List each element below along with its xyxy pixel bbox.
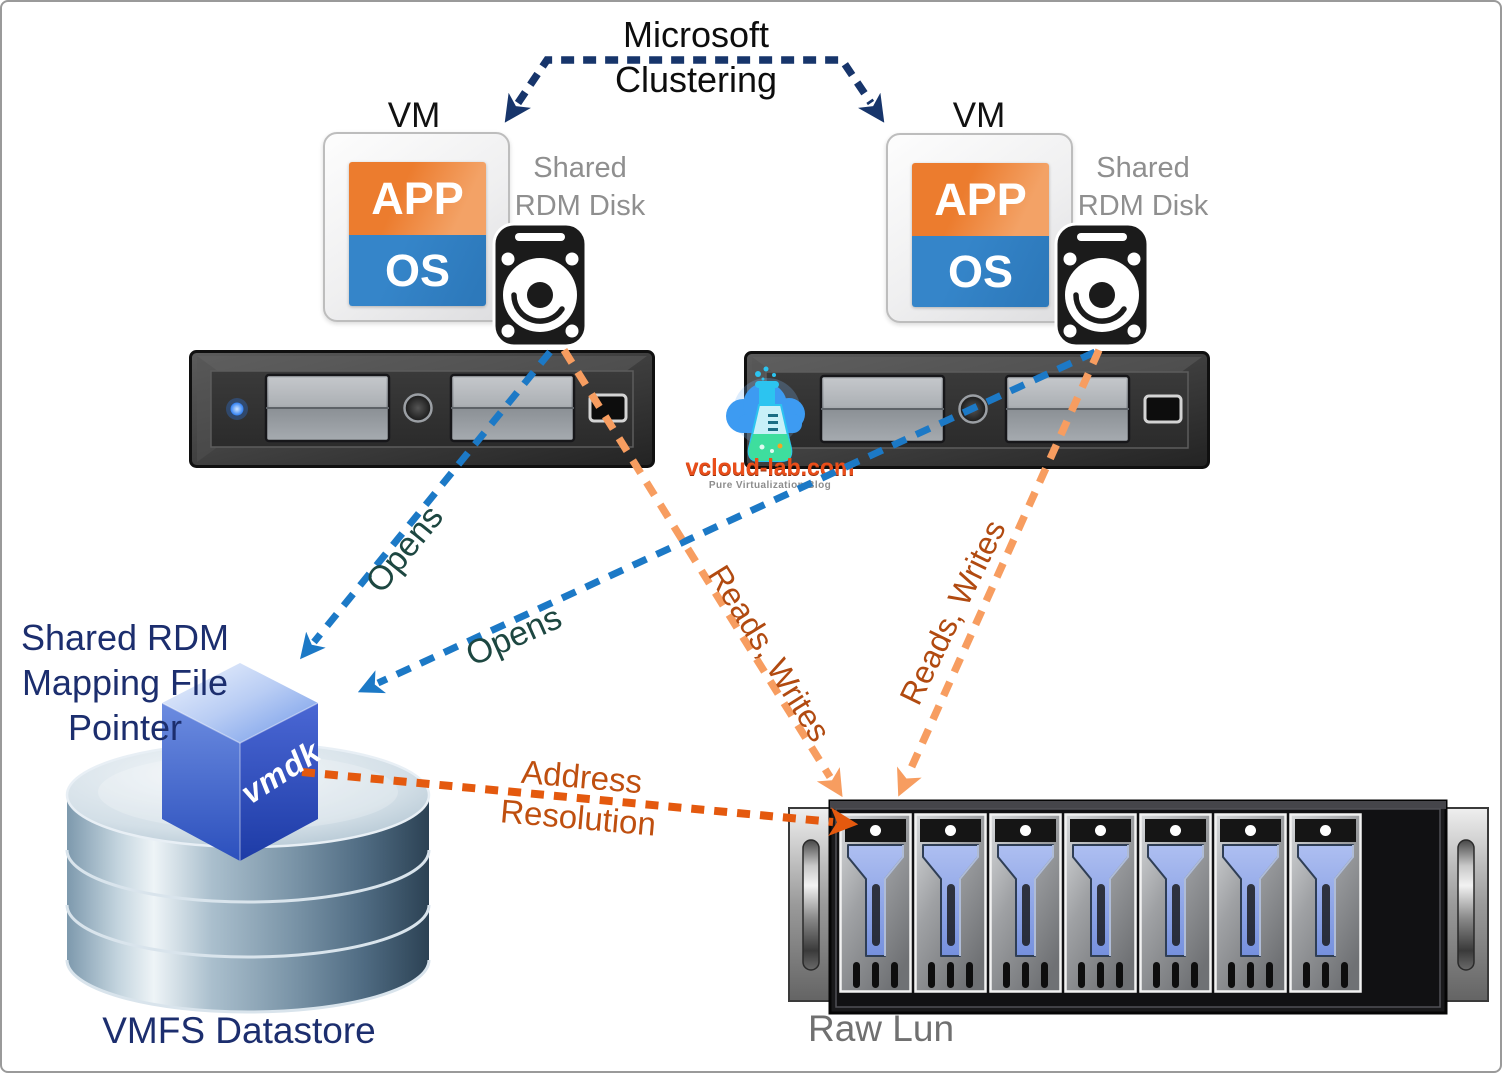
shared-rdm-disk1-label: Shared RDM Disk xyxy=(514,152,646,222)
server-icon-2 xyxy=(744,351,1210,469)
hdd-icon-1 xyxy=(494,224,586,346)
app-label: APP xyxy=(912,163,1049,236)
vmdk-cube-icon xyxy=(161,663,319,861)
vm1-label: VM xyxy=(387,96,441,135)
server-icon-1 xyxy=(189,350,655,468)
app-os-icon: APP OS xyxy=(349,162,486,306)
microsoft-clustering-label: Microsoft Clustering xyxy=(614,14,778,100)
vm2-label: VM xyxy=(952,96,1006,135)
hdd-icon-2 xyxy=(1056,224,1148,346)
vm2-box: APP OS xyxy=(886,133,1073,323)
vcloud-lab-tagline: Pure Virtualization Blog xyxy=(708,480,832,491)
raw-lun-label: Raw Lun xyxy=(808,1008,955,1049)
vmfs-datastore-label: VMFS Datastore xyxy=(102,1010,376,1051)
os-label: OS xyxy=(349,235,486,306)
vm1-box: APP OS xyxy=(323,132,510,322)
mapping-file-pointer-label: Shared RDM Mapping File Pointer xyxy=(20,617,230,748)
vcloud-lab-logo-text: vcloud-lab.com xyxy=(685,454,855,480)
shared-rdm-disk2-label: Shared RDM Disk xyxy=(1077,152,1209,222)
raw-lun-array-icon xyxy=(788,799,1489,1015)
os-label: OS xyxy=(912,236,1049,307)
app-label: APP xyxy=(349,162,486,235)
app-os-icon: APP OS xyxy=(912,163,1049,307)
